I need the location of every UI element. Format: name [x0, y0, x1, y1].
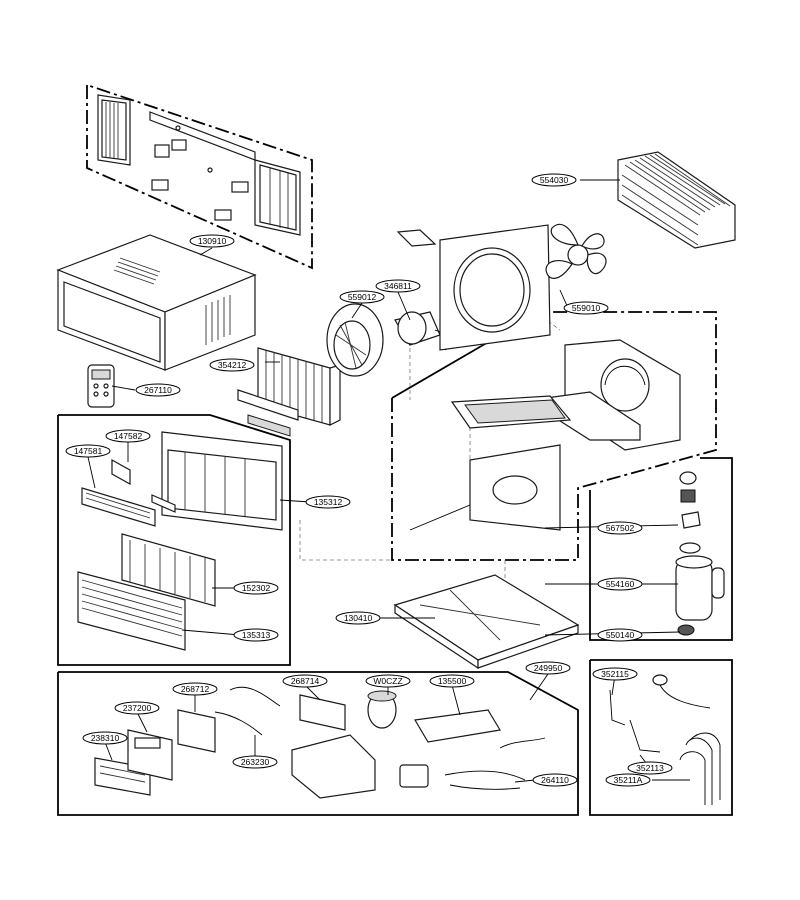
svg-text:554160: 554160 [606, 579, 635, 589]
svg-text:263230: 263230 [241, 757, 270, 767]
callout-130910: 130910 [189, 234, 235, 248]
svg-text:554030: 554030 [540, 175, 569, 185]
callout-554160: 554160 [597, 577, 643, 591]
callout-352113: 352113 [627, 761, 673, 775]
callout-554030: 554030 [531, 173, 577, 187]
callout-135312: 135312 [305, 495, 351, 509]
svg-text:267110: 267110 [144, 385, 172, 395]
callout-237200: 237200 [114, 701, 160, 715]
svg-text:135500: 135500 [438, 676, 467, 686]
callout-152302: 152302 [233, 581, 279, 595]
svg-text:346811: 346811 [384, 281, 412, 291]
svg-text:237200: 237200 [123, 703, 152, 713]
callout-346811: 346811 [375, 279, 421, 293]
callout-559012: 559012 [339, 290, 385, 304]
scroll-housing-assembly [409, 339, 681, 531]
callout-147582: 147582 [105, 429, 151, 443]
svg-text:559010: 559010 [572, 303, 601, 313]
group-boxes [57, 84, 733, 816]
callout-559010: 559010 [563, 301, 609, 315]
front-panel-assembly [77, 431, 283, 651]
svg-text:130910: 130910 [198, 236, 227, 246]
svg-text:35211A: 35211A [614, 775, 643, 785]
callout-130410: 130410 [335, 611, 381, 625]
callout-263230: 263230 [232, 755, 278, 769]
svg-text:354212: 354212 [218, 360, 247, 370]
svg-text:W0CZZ: W0CZZ [373, 676, 402, 686]
blower-motor-assembly [326, 303, 451, 377]
svg-text:550140: 550140 [606, 630, 635, 640]
condenser-fan [545, 223, 607, 279]
callout-249950: 249950 [525, 661, 571, 675]
svg-text:567502: 567502 [606, 523, 635, 533]
svg-text:130410: 130410 [344, 613, 373, 623]
svg-text:147582: 147582 [114, 431, 143, 441]
svg-text:147581: 147581 [74, 446, 103, 456]
svg-text:352115: 352115 [601, 669, 629, 679]
callout-135500: 135500 [429, 674, 475, 688]
callout-567502: 567502 [597, 521, 643, 535]
callout-264110: 264110 [532, 773, 578, 787]
callout-268714: 268714 [282, 674, 328, 688]
callout-238310: 238310 [82, 731, 128, 745]
compressor-assembly [675, 471, 725, 636]
curtain-frame-assembly [97, 94, 301, 236]
remote-control [87, 364, 115, 408]
svg-text:135312: 135312 [314, 497, 343, 507]
shroud [396, 224, 551, 351]
svg-text:559012: 559012 [348, 292, 377, 302]
callout-550140: 550140 [597, 628, 643, 642]
electrical-assembly [94, 686, 546, 799]
condenser-coil [617, 151, 736, 249]
evaporator-coil [237, 347, 341, 437]
svg-text:249950: 249950 [534, 663, 563, 673]
svg-text:268714: 268714 [291, 676, 320, 686]
svg-text:352113: 352113 [636, 763, 664, 773]
svg-text:268712: 268712 [181, 684, 210, 694]
svg-text:264110: 264110 [541, 775, 569, 785]
callout-268712: 268712 [172, 682, 218, 696]
callout-147581: 147581 [65, 444, 111, 458]
part-callouts: 554030 130910 346811 559012 559010 35421… [65, 173, 673, 787]
callout-354212: 354212 [209, 358, 255, 372]
refrigerant-piping [609, 674, 721, 805]
callout-W0CZZ: W0CZZ [365, 674, 411, 688]
svg-text:152302: 152302 [242, 583, 271, 593]
callout-35211A: 35211A [605, 773, 651, 787]
callout-135313: 135313 [233, 628, 279, 642]
svg-text:238310: 238310 [91, 733, 120, 743]
callout-267110: 267110 [135, 383, 181, 397]
base-pan [393, 574, 580, 670]
svg-text:135313: 135313 [242, 630, 271, 640]
cabinet [56, 234, 257, 371]
callout-352115: 352115 [592, 667, 638, 681]
